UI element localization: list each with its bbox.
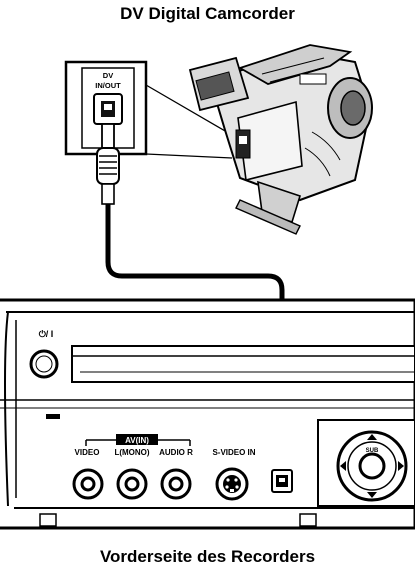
- s-video-port-icon[interactable]: [215, 467, 249, 501]
- disc-tray: [71, 345, 415, 383]
- dv-port-label-line1: DV: [103, 71, 113, 80]
- dv-port-icon: [93, 93, 123, 125]
- camcorder-caption: DV Digital Camcorder: [120, 4, 295, 23]
- standby-indicator: [46, 414, 60, 419]
- av-in-label: AV(IN): [125, 436, 149, 445]
- jog-dial-icon[interactable]: SUB: [317, 419, 415, 507]
- recorder-dv-port-icon[interactable]: [271, 469, 293, 493]
- power-label: ⏻/ I: [39, 329, 54, 339]
- dv-port-label-line2: IN/OUT: [95, 81, 121, 90]
- camcorder-image: [188, 44, 373, 235]
- video-jack-label: VIDEO: [75, 448, 100, 457]
- jog-sub-label: SUB: [366, 448, 379, 454]
- power-icon[interactable]: [29, 349, 59, 379]
- rca-jack-icon[interactable]: [116, 468, 148, 500]
- av-in-group: AV(IN): [85, 434, 191, 446]
- audio-r-jack-label: AUDIO R: [159, 448, 193, 457]
- recorder-front-panel: ⏻/ I AV(IN) VIDEO L(MONO) AUDIO R S-VIDE…: [0, 298, 415, 530]
- rca-jack-icon[interactable]: [72, 468, 104, 500]
- cable-plug-icon: [96, 147, 120, 205]
- rca-jack-icon[interactable]: [160, 468, 192, 500]
- s-video-jack-label: S-VIDEO IN: [212, 448, 255, 457]
- audio-l-jack-label: L(MONO): [114, 448, 149, 457]
- recorder-caption: Vorderseite des Recorders: [99, 547, 316, 566]
